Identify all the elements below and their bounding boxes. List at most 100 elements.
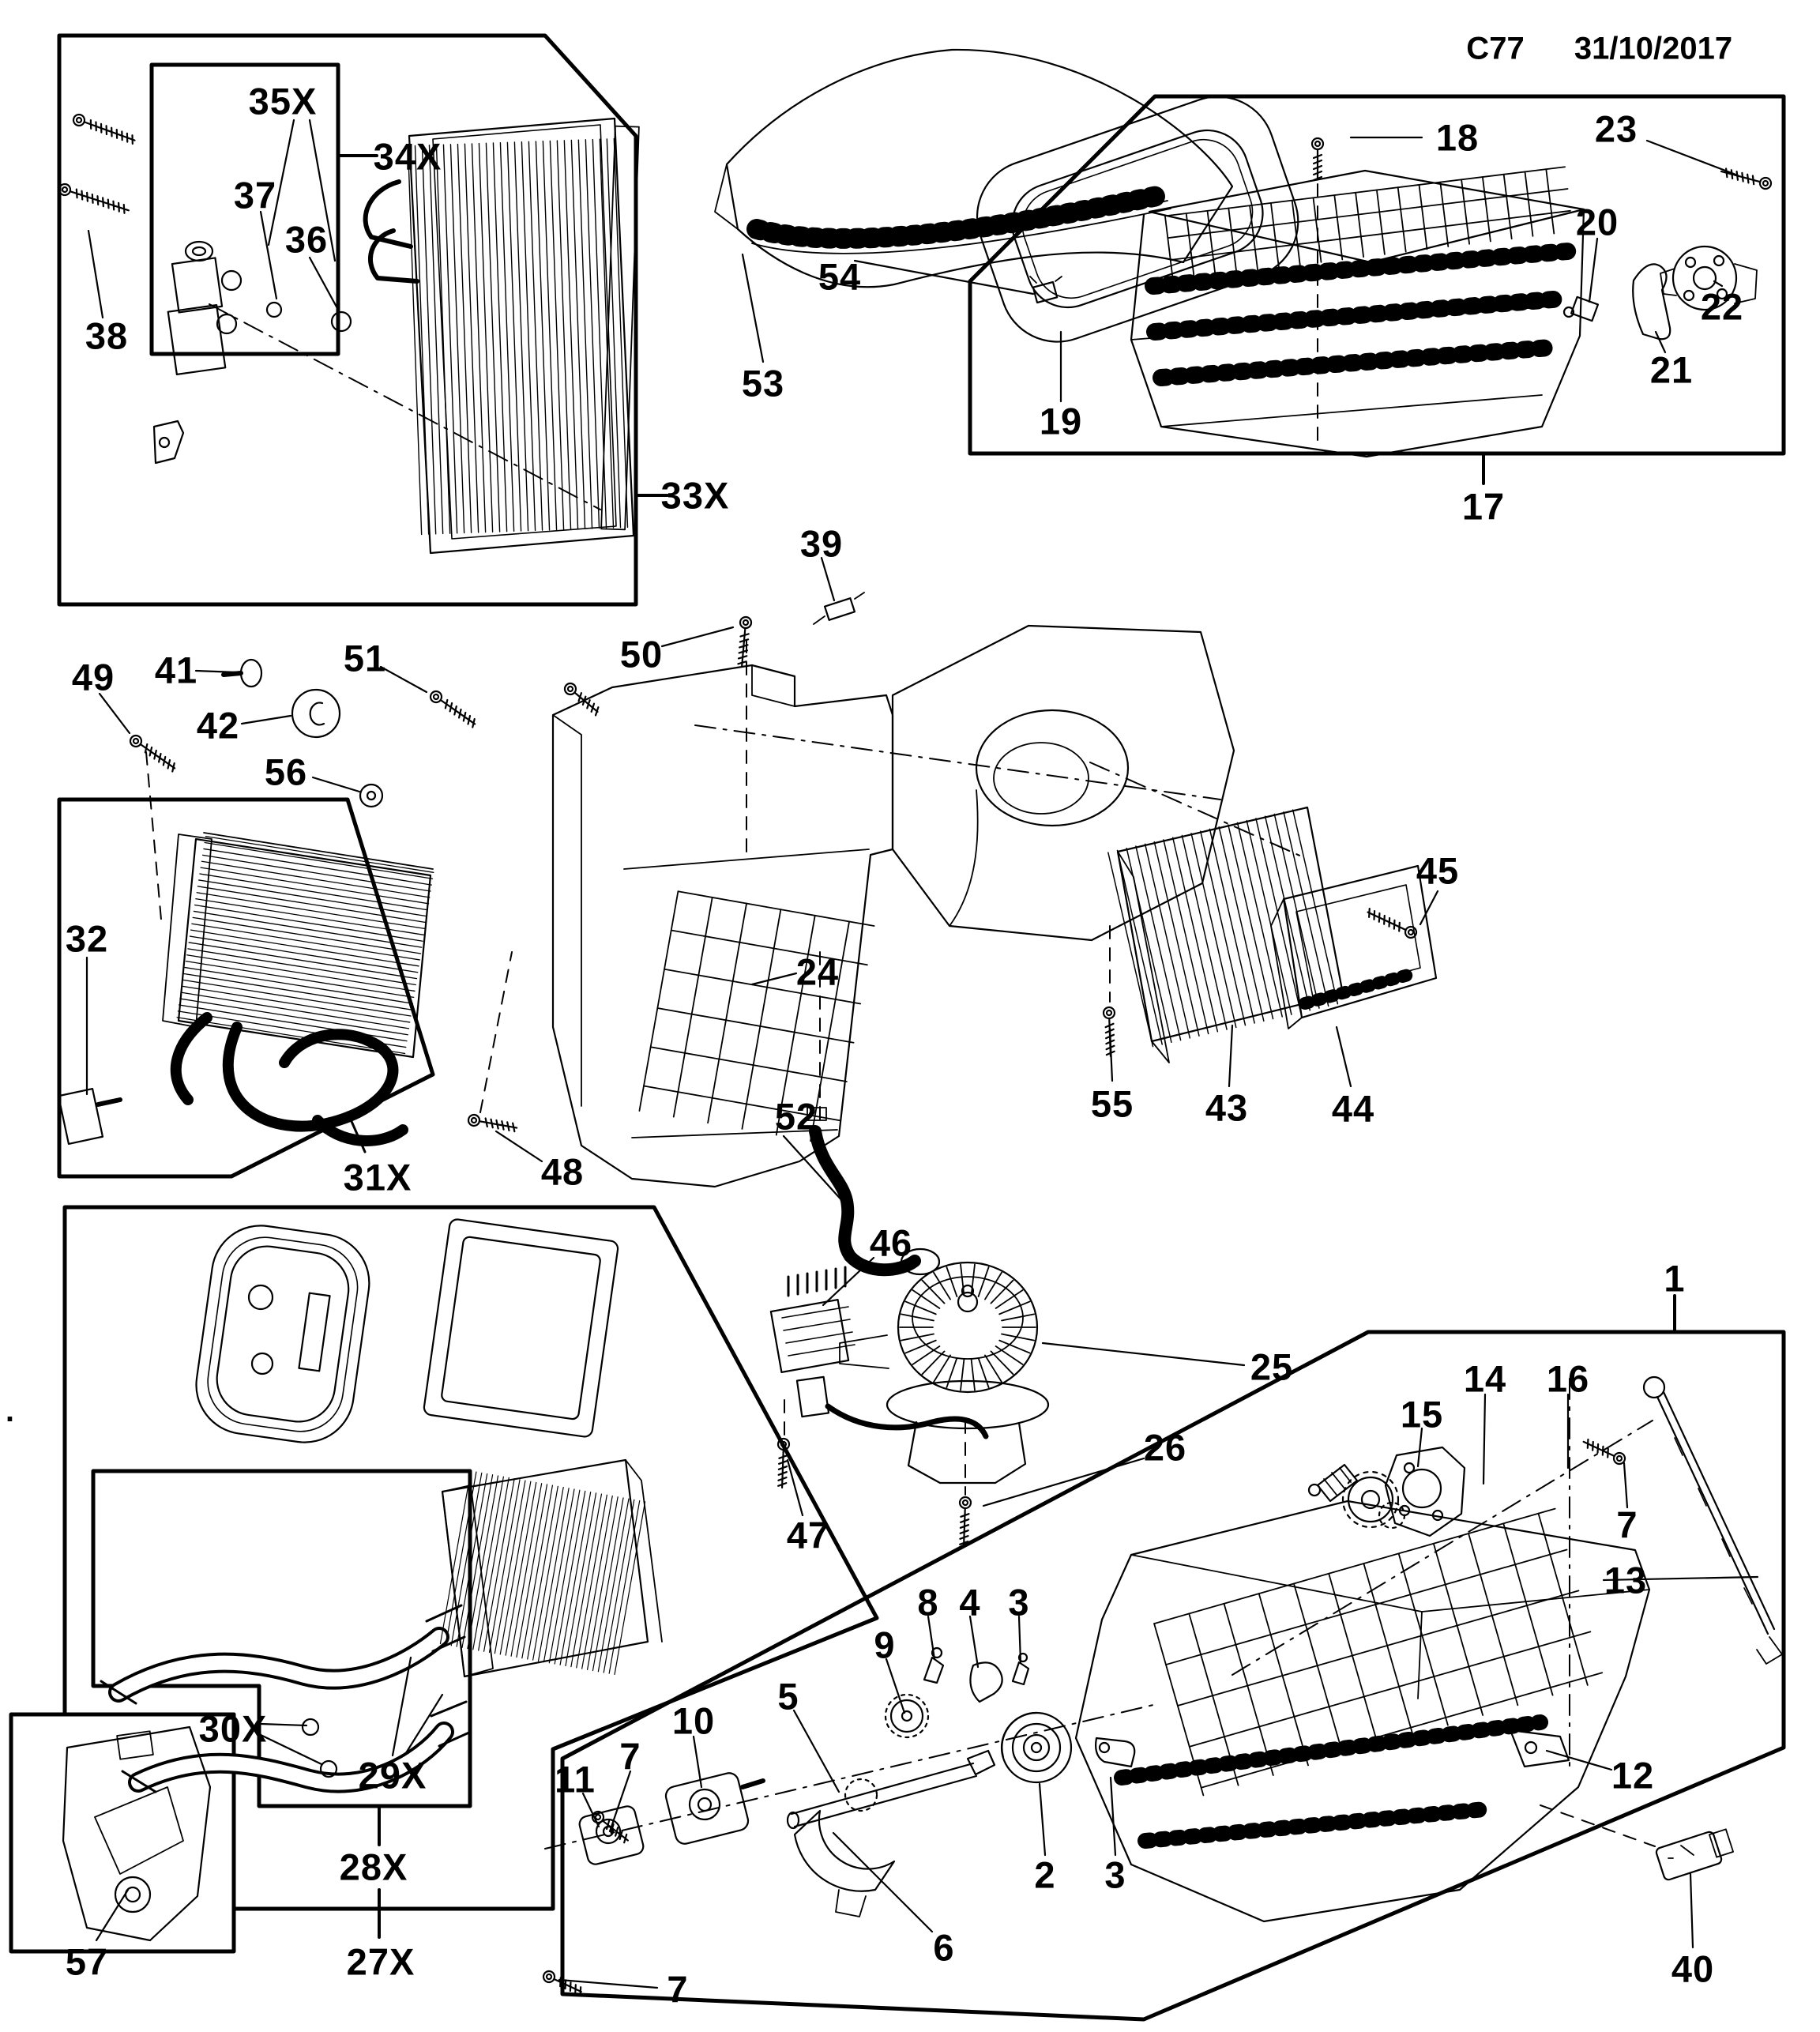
callout-8: 8 [917,1581,939,1624]
blower-scroll-housing-icon [891,624,1235,942]
callout-55: 55 [1090,1082,1134,1125]
callout-33X: 33X [660,474,730,517]
link-4-icon [969,1661,1003,1703]
callout-42: 42 [196,704,240,747]
filter-pleats-hatch [1107,809,1339,1048]
callout-44: 44 [1331,1087,1375,1130]
callout-31X: 31X [343,1156,412,1199]
callout-19: 19 [1039,400,1083,442]
radiator-hatch [439,1470,646,1676]
oring-36-icon [330,310,352,333]
screws-layer [58,113,1773,1997]
callout-54: 54 [818,255,862,298]
box-actuator-57 [9,1712,236,1954]
callout-38: 38 [85,314,129,357]
pin-3-icon [1011,1652,1030,1686]
callout-dot: · [5,1402,17,1437]
callout-56: 56 [264,751,308,793]
lever-21-icon [1632,263,1671,341]
clip-41-icon [221,658,263,688]
callout-35X: 35X [248,80,318,122]
callout-10: 10 [671,1699,716,1742]
callout-48: 48 [540,1150,585,1193]
box-evaporator-group-33x [57,33,638,607]
callout-41: 41 [154,649,198,691]
servo-motor-11-icon [578,1805,645,1865]
heater-pipes-32-icon [57,1012,408,1146]
leader-lines [85,119,1759,1989]
callout-51: 51 [343,637,387,679]
callout-2: 2 [1034,1853,1056,1896]
screw-23-icon [1720,167,1773,190]
control-shaft-5-icon [786,1749,996,1830]
page-code: C77 [1466,31,1525,66]
axis-lines [145,161,1656,1849]
callout-47: 47 [786,1514,830,1556]
callout-5: 5 [777,1675,799,1718]
callout-49: 49 [71,656,115,698]
callout-4: 4 [959,1581,981,1624]
case24-lattice-v [638,890,850,1142]
callout-37: 37 [233,174,277,216]
callout-57: 57 [65,1940,109,1983]
callout-28X: 28X [339,1846,408,1888]
callout-20: 20 [1575,201,1619,243]
callout-7b: 7 [619,1735,641,1778]
callout-3a: 3 [1008,1581,1030,1624]
callout-13: 13 [1604,1559,1648,1601]
cam-housing-6-icon [793,1809,896,1917]
callout-53: 53 [741,362,785,405]
inlet-housing-icon [1130,169,1585,458]
callout-29X: 29X [358,1754,427,1797]
callout-22: 22 [1700,285,1744,328]
pin-8-icon [923,1646,945,1684]
evaporator-core-icon [363,117,640,555]
callout-26: 26 [1143,1426,1187,1469]
gear-14-icon [1341,1470,1406,1530]
callout-6: 6 [933,1926,955,1969]
screw-7b-icon [591,1810,629,1844]
heater-hoses-icon [100,1604,472,1793]
frame-seal-icon [423,1218,619,1438]
oring-37-icon [265,301,283,318]
callout-15: 15 [1400,1393,1444,1436]
callout-7a: 7 [1616,1503,1638,1546]
callout-52: 52 [774,1095,818,1138]
grommet-42-icon [291,688,341,739]
actuator-22-icon [1660,245,1758,311]
filter-cover-icon [1270,864,1438,1029]
box-case-assembly-1 [560,1330,1786,2022]
temp-sensor-40-icon [1655,1828,1734,1881]
callout-45: 45 [1416,849,1460,892]
callout-12: 12 [1611,1754,1655,1797]
callout-18: 18 [1435,116,1480,159]
screw-26-icon [958,1496,972,1548]
lever-3b-icon [1095,1737,1136,1768]
case1-lattice-v [1153,1512,1589,1797]
callout-46: 46 [869,1221,913,1264]
callout-24: 24 [795,950,840,993]
air-inlet-cover-icon [714,48,1234,288]
callout-32: 32 [65,917,109,960]
callout-50: 50 [619,633,664,675]
box-inlet-housing-group-17 [968,94,1786,456]
screw-51-icon [429,690,476,728]
screw-7c-icon [542,1970,582,1997]
screw-38a-icon [72,113,136,145]
callout-23: 23 [1594,107,1638,150]
bracket-icon [152,420,185,465]
inlet-seal-icon [976,96,1299,343]
box-hose-kit-30x [91,1469,472,1808]
callout-21: 21 [1649,348,1694,391]
lever-12-icon [1509,1729,1570,1768]
gear-9-icon [884,1693,930,1739]
spring-coil-2-icon [1000,1711,1073,1784]
callout-39: 39 [799,522,844,565]
grommet-56-icon [359,783,384,808]
screw-50b-icon [563,682,600,717]
blower-motor-icon [839,1261,1050,1484]
case-seal-gasket-icon [195,1225,370,1443]
page-date: 31/10/2017 [1574,31,1733,66]
callout-7c: 7 [667,1968,689,2011]
